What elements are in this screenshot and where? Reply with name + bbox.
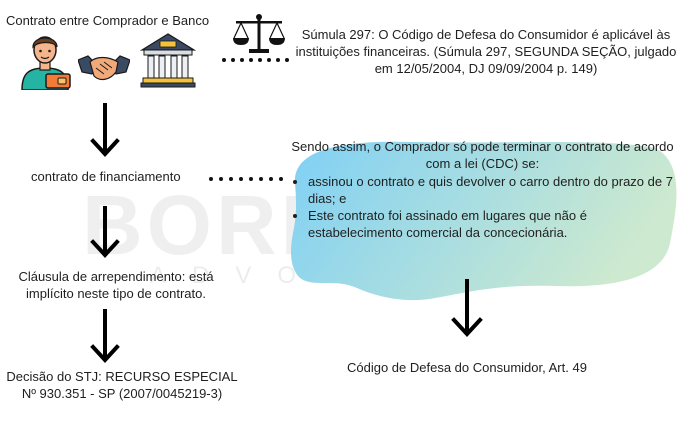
withdrawal-clause-text: Cláusula de arrependimento: está implíci… [18,269,214,301]
down-arrow-3 [90,309,120,363]
bank-icon [140,33,196,88]
dotted-connector-top [222,58,289,62]
cdc-article-label: Código de Defesa do Consumidor, Art. 49 [347,360,587,375]
handshake-icon [78,55,130,81]
conditions-blob [290,141,677,301]
sumula-297-text: Súmula 297: O Código de Defesa do Consum… [295,27,677,76]
conditions-block: Sendo assim, o Comprador só pode termina… [290,138,675,241]
down-arrow-right [451,279,483,337]
conditions-intro: Sendo assim, o Comprador só pode termina… [291,139,674,171]
condition-item: assinou o contrato e quis devolver o car… [308,173,675,207]
person-with-wallet-icon [21,36,71,90]
down-arrow-1 [90,103,120,157]
stj-decision-text: Decisão do STJ: RECURSO ESPECIAL Nº 930.… [6,369,238,401]
down-arrow-2 [90,206,120,258]
conditions-list: assinou o contrato e quis devolver o car… [290,173,675,241]
scales-of-justice-icon [233,14,285,53]
contract-parties-label: Contrato entre Comprador e Banco [6,13,210,28]
dotted-connector-middle [209,177,283,181]
condition-item: Este contrato foi assinado em lugares qu… [308,207,675,241]
financing-contract-label: contrato de financiamento [31,169,181,184]
